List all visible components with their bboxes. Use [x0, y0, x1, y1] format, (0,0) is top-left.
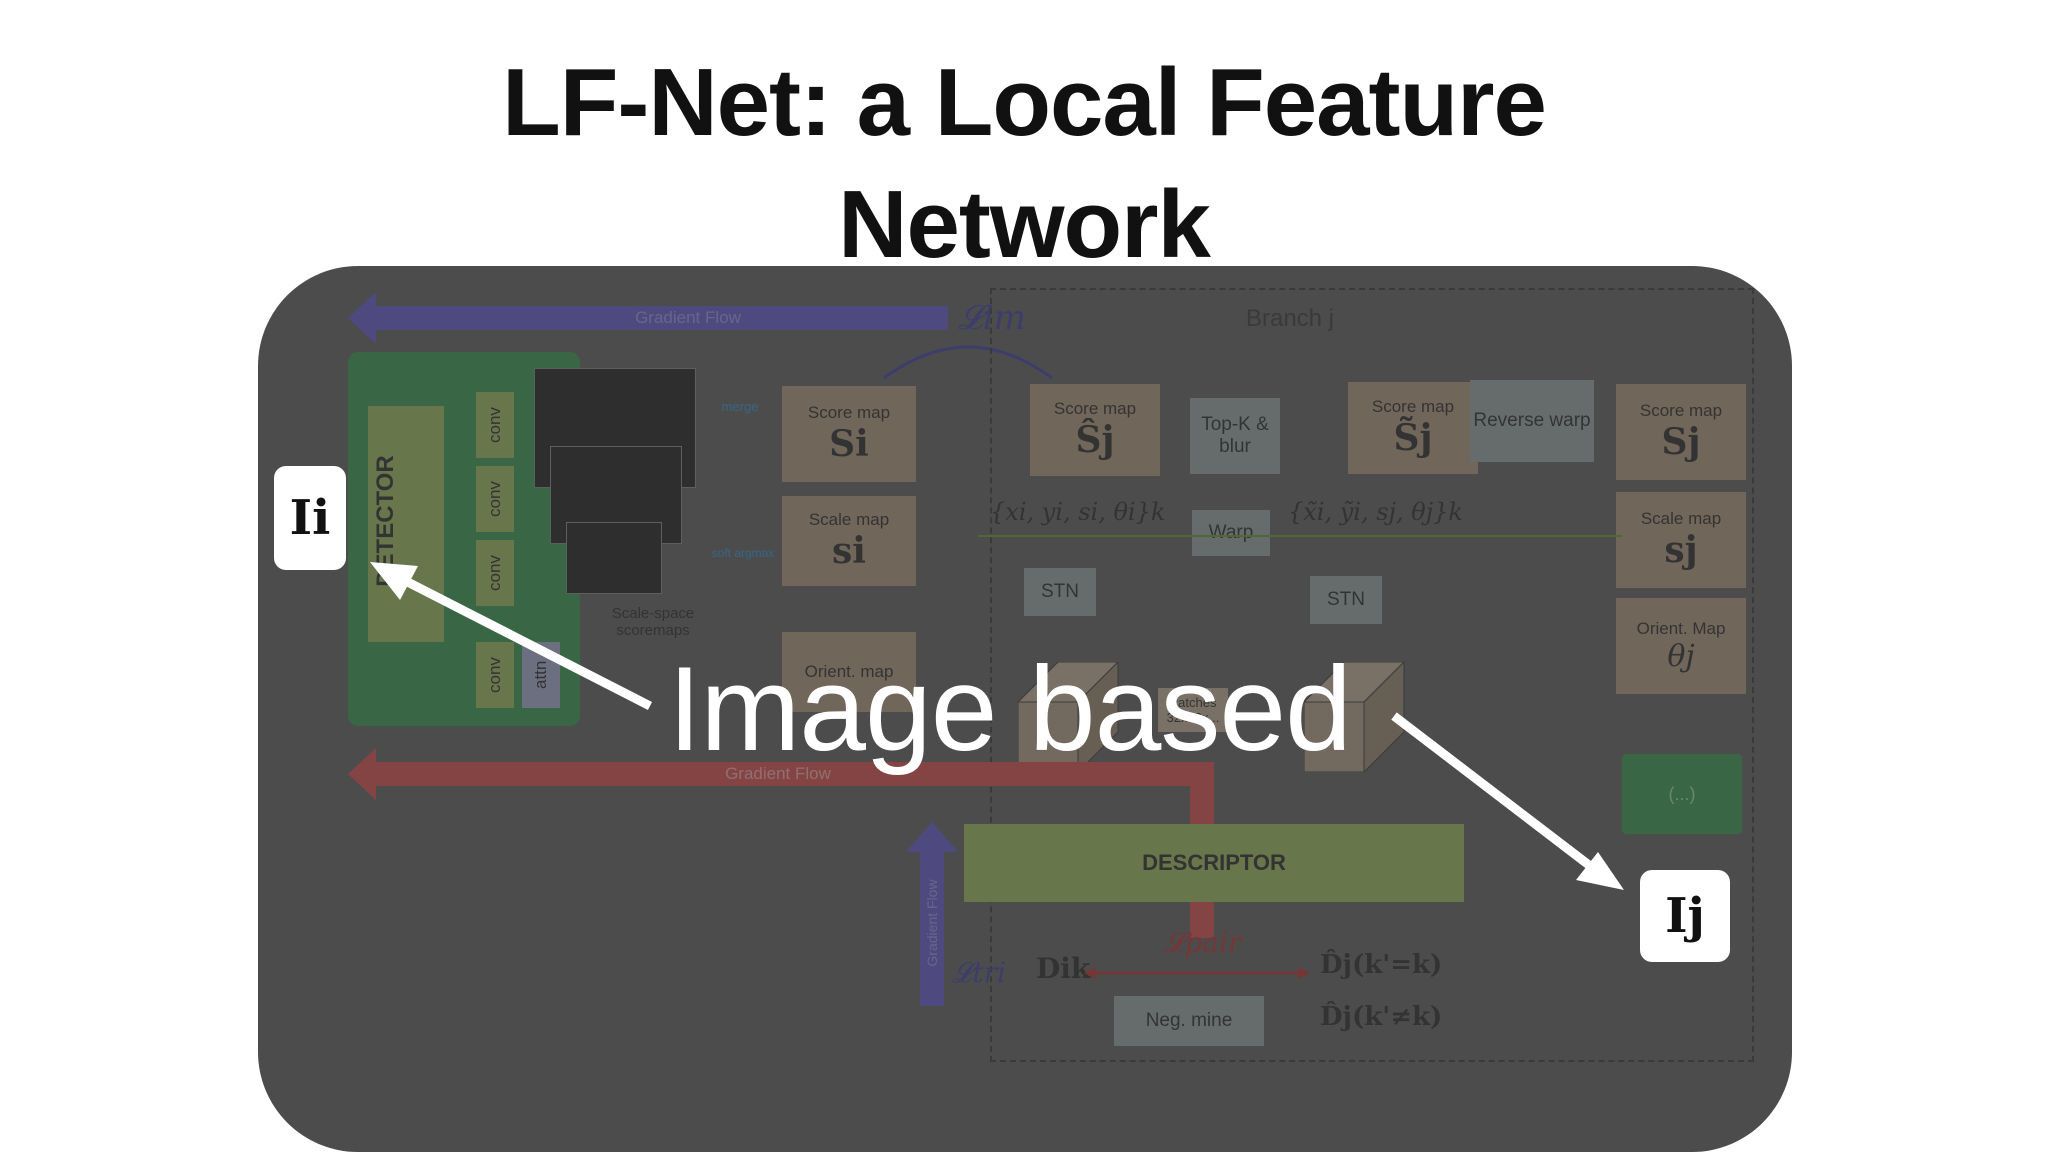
score-map-j-label: Score map — [1639, 401, 1723, 420]
image-j-label: Ij — [1665, 888, 1705, 944]
score-map-hat-j-symbol: Ŝj — [1075, 419, 1115, 461]
scoremap-image-3 — [566, 522, 662, 594]
orient-map-j: Orient. Map θj — [1616, 598, 1746, 694]
gradient-flow-top-label: Gradient Flow — [635, 308, 741, 327]
score-map-j-symbol: Sj — [1661, 421, 1701, 463]
reverse-warp-box: Reverse warp — [1470, 380, 1594, 462]
title-line-1: LF-Net: a Local Feature — [502, 49, 1547, 156]
scoremap-image-2 — [550, 446, 682, 544]
orient-map-i: Orient. map — [782, 632, 916, 712]
scale-map-i-label: Scale map — [808, 510, 890, 529]
patches-label: Patches 32x32x... — [1158, 688, 1228, 732]
ellipsis-label: (...) — [1668, 783, 1696, 804]
gradient-flow-bottom-arrow — [348, 748, 1214, 938]
gradient-flow-vertical-arrow — [906, 822, 958, 1006]
reverse-warp-label: Reverse warp — [1473, 410, 1591, 431]
gradient-flow-vertical-label: Gradient Flow — [924, 879, 940, 967]
slide-title: LF-Net: a Local Feature Network — [0, 42, 2048, 286]
image-i-box: Ii — [274, 466, 346, 570]
image-i-label: Ii — [289, 490, 331, 546]
descriptor-hat-neg: D̂j(k'≠k) — [1320, 1002, 1443, 1032]
image-j-box: Ij — [1640, 870, 1730, 962]
gradient-flow-top-arrow — [348, 292, 948, 344]
orient-map-i-label: Orient. map — [804, 662, 894, 681]
score-map-j: Score map Sj — [1616, 384, 1746, 480]
topk-blur-label: Top-K & blur — [1201, 414, 1269, 457]
stn-i-label: STN — [1041, 581, 1079, 602]
conv-4: conv — [476, 642, 514, 708]
loss-tri-label: 𝓛tri — [952, 956, 1006, 989]
score-map-hat-j: Score map Ŝj — [1030, 384, 1160, 476]
score-map-tilde-j-label: Score map — [1371, 397, 1455, 416]
score-map-tilde-j-symbol: S̃j — [1393, 417, 1433, 459]
scale-map-i: Scale map si — [782, 496, 916, 586]
patch-cube-i — [1018, 662, 1119, 772]
score-map-i-label: Score map — [807, 403, 891, 422]
score-map-tilde-j: Score map S̃j — [1348, 382, 1478, 474]
attn-block: attn — [522, 642, 560, 708]
descriptor-label: DESCRIPTOR — [1142, 850, 1286, 875]
detector-label: DETECTOR — [372, 455, 399, 587]
topk-blur-box: Top-K & blur — [1190, 398, 1280, 474]
ellipsis-box: (...) — [1622, 754, 1742, 834]
scale-map-i-symbol: si — [832, 530, 866, 572]
scale-space-label: Scale-space scoremaps — [611, 605, 695, 639]
loss-im-label: 𝓛im — [958, 298, 1026, 338]
conv-2: conv — [476, 466, 514, 532]
branch-j-box — [990, 288, 1754, 1062]
keypoints-j: {x̃i, ỹi, sj, θj}k — [1288, 498, 1463, 526]
stn-i-box: STN — [1024, 568, 1096, 616]
orient-map-j-symbol: θj — [1667, 638, 1695, 674]
conv-3: conv — [476, 540, 514, 606]
loss-im-arc — [883, 345, 1053, 380]
descriptor-i: Dik — [1036, 952, 1091, 985]
patch-cube-j — [1304, 662, 1405, 772]
scale-map-j-label: Scale map — [1640, 509, 1722, 528]
descriptor-hat-pos: D̂j(k'=k) — [1320, 950, 1443, 980]
stn-j-label: STN — [1327, 589, 1365, 610]
warp-label: Warp — [1208, 522, 1254, 543]
gradient-flow-bottom-label: Gradient Flow — [725, 764, 831, 783]
keypoints-i: {xi, yi, si, θi}k — [990, 498, 1166, 526]
conv-1: conv — [476, 392, 514, 458]
title-line-2: Network — [838, 171, 1211, 278]
descriptor-block: DESCRIPTOR — [964, 824, 1464, 902]
branch-j-label: Branch j — [1245, 305, 1335, 332]
merge-label: merge — [721, 398, 759, 414]
scale-map-j: Scale map sj — [1616, 492, 1746, 588]
score-map-hat-j-label: Score map — [1053, 399, 1137, 418]
scoremap-image-1 — [534, 368, 696, 488]
neg-mine-box: Neg. mine — [1114, 996, 1264, 1046]
diagram-panel: Gradient Flow 𝓛im Branch j DETECTOR conv… — [258, 266, 1792, 1152]
keypoint-line — [978, 535, 1622, 537]
diagram-content: Gradient Flow 𝓛im Branch j DETECTOR conv… — [258, 266, 1792, 1152]
scale-map-j-symbol: sj — [1664, 529, 1698, 571]
loss-pair-label: 𝓛pair — [1164, 926, 1242, 959]
score-map-i-symbol: Si — [829, 423, 869, 465]
warp-box: Warp — [1192, 510, 1270, 556]
softargmax-label: soft argmax — [711, 546, 775, 560]
score-map-i: Score map Si — [782, 386, 916, 482]
overlay-text: Image based — [668, 642, 1352, 776]
stn-j-box: STN — [1310, 576, 1382, 624]
neg-mine-label: Neg. mine — [1145, 1010, 1233, 1031]
orient-map-j-label: Orient. Map — [1636, 618, 1726, 638]
loss-pair-arrow — [1084, 967, 1310, 979]
